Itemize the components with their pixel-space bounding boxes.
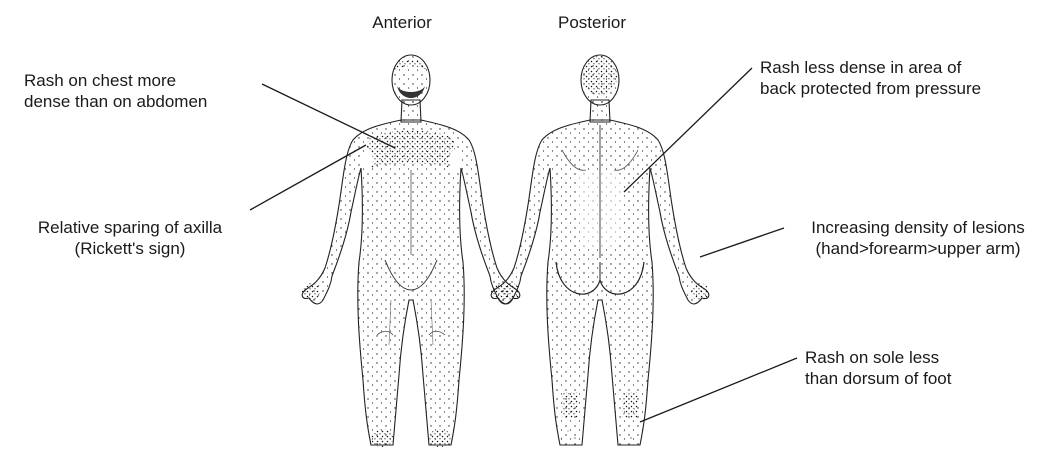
sole-annotation-line-1: Rash on sole less — [805, 347, 951, 368]
chest-annotation-line-2: dense than on abdomen — [24, 91, 207, 112]
sole-annotation-line-2: than dorsum of foot — [805, 368, 951, 389]
anterior-figure — [302, 55, 520, 447]
sole-leader-line — [640, 358, 797, 422]
back-annotation-line-1: Rash less dense in area of — [760, 57, 981, 78]
arm-annotation-line-1: Increasing density of lesions — [783, 217, 1053, 238]
sole-annotation: Rash on sole less than dorsum of foot — [805, 347, 951, 389]
back-annotation-line-2: back protected from pressure — [760, 78, 981, 99]
chest-annotation-line-1: Rash on chest more — [24, 70, 207, 91]
axilla-annotation-line-2: (Rickett's sign) — [8, 238, 252, 259]
posterior-title: Posterior — [532, 12, 652, 33]
chest-leader-line — [262, 84, 395, 148]
arm-leader-line — [700, 228, 784, 257]
posterior-figure — [491, 55, 709, 446]
axilla-annotation: Relative sparing of axilla (Rickett's si… — [8, 217, 252, 259]
arm-annotation-line-2: (hand>forearm>upper arm) — [783, 238, 1053, 259]
axilla-annotation-line-1: Relative sparing of axilla — [8, 217, 252, 238]
arm-annotation: Increasing density of lesions (hand>fore… — [783, 217, 1053, 259]
back-annotation: Rash less dense in area of back protecte… — [760, 57, 981, 99]
anterior-title: Anterior — [342, 12, 462, 33]
chest-annotation: Rash on chest more dense than on abdomen — [24, 70, 207, 112]
